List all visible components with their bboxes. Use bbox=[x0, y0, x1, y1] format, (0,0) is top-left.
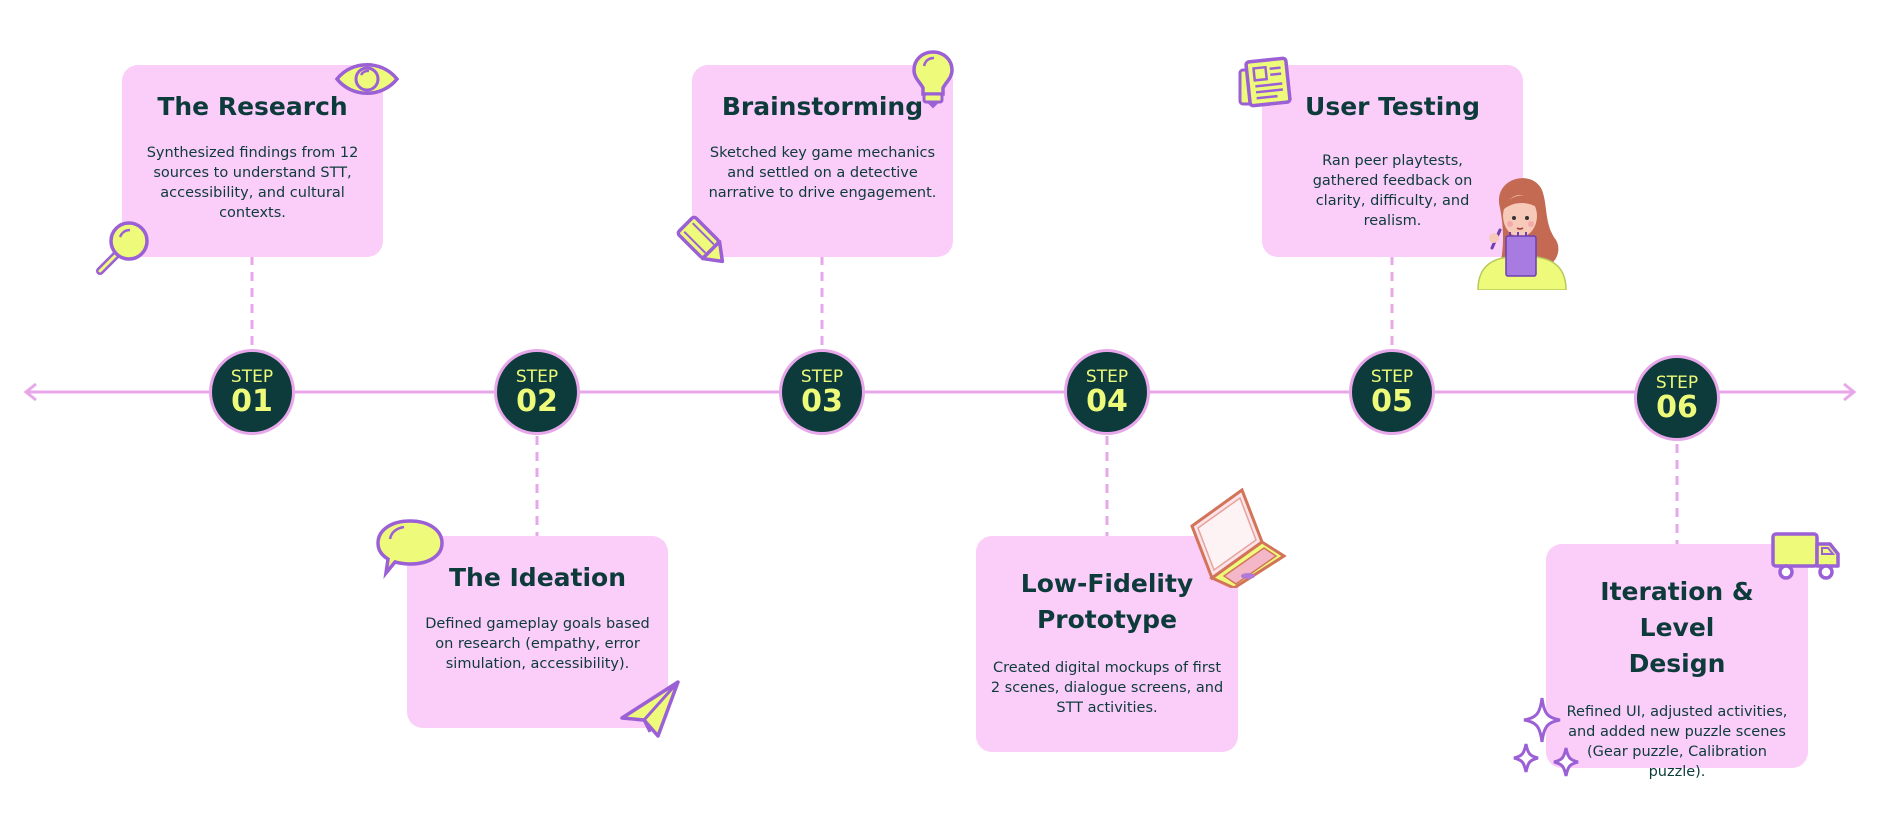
timeline-arrow-left bbox=[23, 382, 37, 402]
card-body: Refined UI, adjusted activities, and add… bbox=[1566, 704, 1788, 780]
eye-icon bbox=[334, 63, 400, 95]
pencil-icon bbox=[676, 215, 725, 264]
card-body: Sketched key game mechanics and settled … bbox=[708, 145, 937, 201]
step-card-research: The Research Synthesized findings from 1… bbox=[122, 65, 383, 257]
newspaper-icon bbox=[1238, 56, 1292, 108]
paper-plane-icon bbox=[620, 680, 680, 738]
step-label: STEP bbox=[1655, 373, 1699, 393]
magnifier-icon bbox=[96, 221, 149, 275]
step-badge-04: STEP 04 bbox=[1064, 349, 1150, 435]
step-label: STEP bbox=[230, 367, 274, 387]
step-label: STEP bbox=[1085, 367, 1129, 387]
truck-icon bbox=[1771, 532, 1840, 580]
card-title: The Research bbox=[157, 92, 348, 121]
step-card-brainstorming: Brainstorming Sketched key game mechanic… bbox=[692, 65, 953, 257]
woman-with-notepad-illustration bbox=[1477, 178, 1567, 290]
step-badge-02: STEP 02 bbox=[494, 349, 580, 435]
step-card-iteration: Iteration & Level Design Refined UI, adj… bbox=[1546, 544, 1808, 780]
step-badge-06: STEP 06 bbox=[1634, 355, 1720, 441]
step-number: 01 bbox=[231, 384, 273, 419]
card-title: Low-Fidelity Prototype bbox=[1020, 569, 1194, 634]
step-label: STEP bbox=[800, 367, 844, 387]
card-title: Brainstorming bbox=[721, 92, 924, 121]
step-label: STEP bbox=[515, 367, 559, 387]
laptop-icon bbox=[1190, 487, 1287, 588]
step-number: 05 bbox=[1371, 384, 1413, 419]
speech-bubble-icon bbox=[376, 519, 444, 579]
step-number: 04 bbox=[1086, 384, 1128, 419]
card-body: Synthesized findings from 12 sources to … bbox=[146, 145, 359, 221]
card-title: The Ideation bbox=[448, 563, 627, 592]
card-title: Iteration & Level Design bbox=[1600, 577, 1754, 678]
step-label: STEP bbox=[1370, 367, 1414, 387]
step-card-low-fidelity: Low-Fidelity Prototype Created digital m… bbox=[976, 536, 1238, 752]
step-number: 03 bbox=[801, 384, 843, 419]
card-body: Created digital mockups of first 2 scene… bbox=[990, 660, 1224, 716]
card-title: User Testing bbox=[1305, 92, 1480, 121]
step-badge-01: STEP 01 bbox=[209, 349, 295, 435]
step-number: 06 bbox=[1656, 390, 1698, 425]
card-body: Ran peer playtests, gathered feedback on… bbox=[1312, 153, 1473, 229]
card-body: Defined gameplay goals based on research… bbox=[425, 616, 650, 672]
step-card-user-testing: User Testing Ran peer playtests, gathere… bbox=[1262, 65, 1523, 257]
lightbulb-icon bbox=[912, 50, 954, 109]
sparkles-icon bbox=[1513, 697, 1579, 777]
step-card-ideation: The Ideation Defined gameplay goals base… bbox=[407, 536, 668, 728]
step-badge-05: STEP 05 bbox=[1349, 349, 1435, 435]
step-badge-03: STEP 03 bbox=[779, 349, 865, 435]
step-number: 02 bbox=[516, 384, 558, 419]
timeline-arrow-right bbox=[1843, 382, 1857, 402]
